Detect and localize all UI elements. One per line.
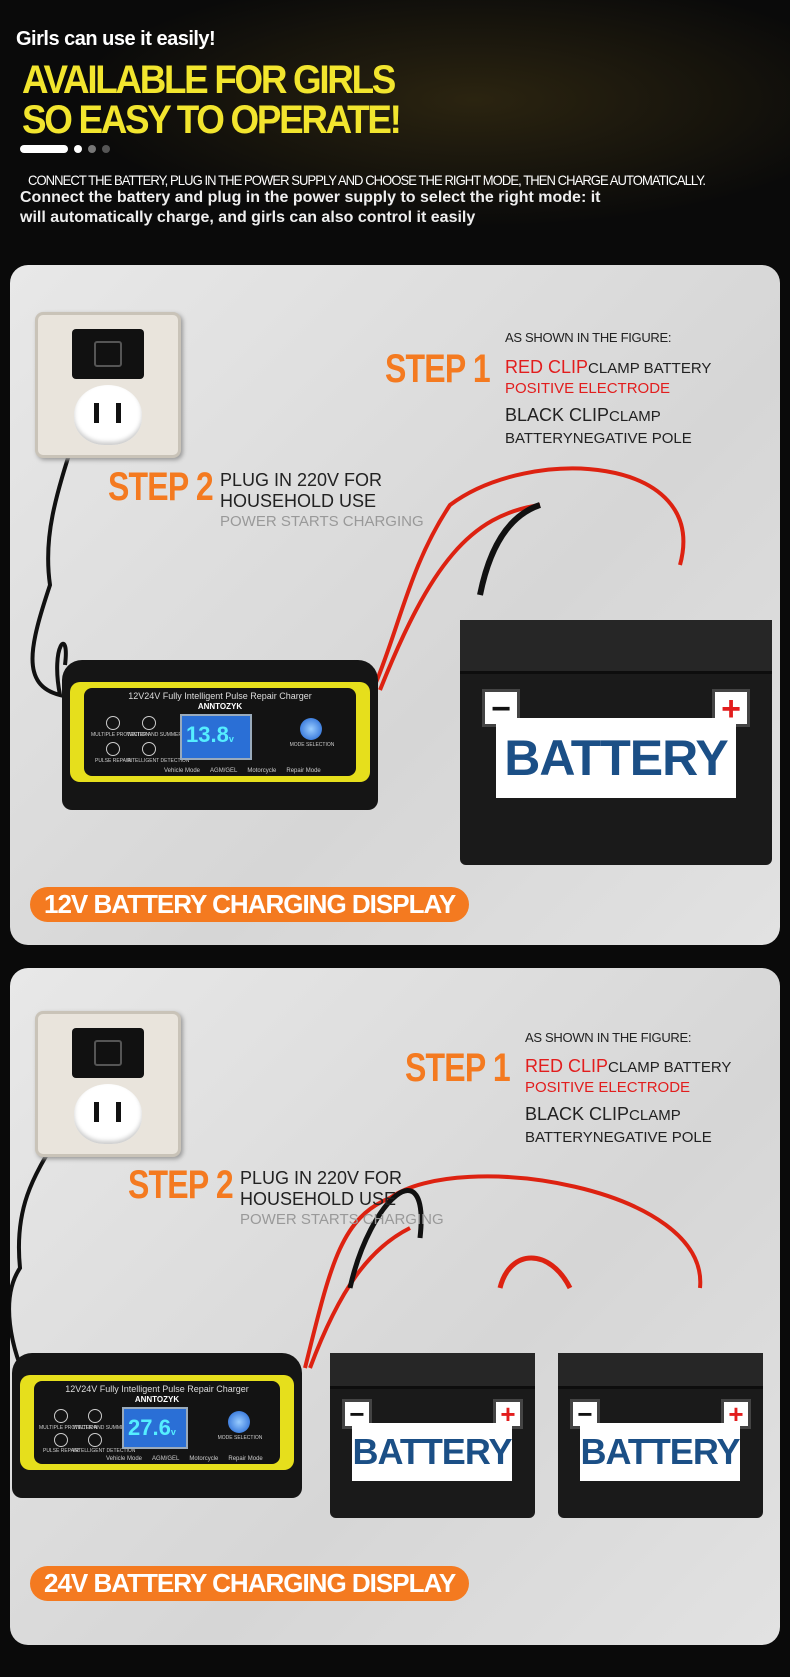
feature-pulse-repair: PULSE REPAIR <box>94 758 132 764</box>
mode-vehicle[interactable]: Vehicle Mode <box>164 768 201 774</box>
feature-multiple-protection: MULTIPLE PROTECTION <box>91 732 150 738</box>
charger-title: 12V24V Fully Intelligent Pulse Repair Ch… <box>65 1384 249 1394</box>
plug-text-3: POWER STARTS CHARGING <box>220 513 424 530</box>
battery: − + BATTERY <box>460 620 772 865</box>
charger-brand: ANNTOZYK <box>134 1395 180 1404</box>
battery-2: − + BATTERY <box>558 1353 763 1518</box>
negative-pole: NEGATIVE POLE <box>572 430 692 447</box>
shield-icon <box>54 1409 68 1423</box>
charger-12v: 12V24V Fully Intelligent Pulse Repair Ch… <box>62 660 378 810</box>
lcd-display: 27.6v <box>122 1407 188 1449</box>
detection-icon <box>88 1433 102 1447</box>
display-label: 12V BATTERY CHARGING DISPLAY <box>30 887 470 922</box>
battery-word: BATTERY <box>505 430 573 447</box>
caps-instruction: CONNECT THE BATTERY, PLUG IN THE POWER S… <box>28 172 706 188</box>
charger-24v: 12V24V Fully Intelligent Pulse Repair Ch… <box>12 1353 302 1498</box>
display-label: 24V BATTERY CHARGING DISPLAY <box>30 1566 470 1601</box>
red-clip: RED CLIP <box>525 1056 609 1076</box>
mode-agm[interactable]: AGM/GEL <box>210 768 238 774</box>
red-clip-rest: CLAMP BATTERY <box>588 360 712 377</box>
panel-24v: AS SHOWN IN THE FIGURE: STEP 1 RED CLIPC… <box>10 968 780 1645</box>
figure-note: AS SHOWN IN THE FIGURE: <box>525 1030 692 1045</box>
negative-pole: NEGATIVE POLE <box>592 1129 712 1146</box>
description: Connect the battery and plug in the powe… <box>20 189 601 226</box>
shield-icon <box>106 716 120 730</box>
wrench-icon <box>106 742 120 756</box>
lcd-unit: v <box>228 734 234 744</box>
mode-motorcycle[interactable]: Motorcycle <box>247 768 277 774</box>
mode-selection-label: MODE SELECTION <box>289 742 335 748</box>
wall-outlet <box>35 312 181 458</box>
black-clip: BLACK CLIP <box>525 1104 630 1124</box>
battery-label: BATTERY <box>352 1423 513 1481</box>
step-2-label: STEP 2 <box>128 1163 234 1207</box>
half-moon-icon <box>88 1409 102 1423</box>
charger-title: 12V24V Fully Intelligent Pulse Repair Ch… <box>128 691 312 701</box>
step-1-label: STEP 1 <box>385 347 491 391</box>
lcd-voltage: 27.6 <box>128 1415 171 1440</box>
mode-selection-label: MODE SELECTION <box>217 1435 263 1441</box>
mode-selection-button[interactable] <box>228 1411 250 1433</box>
mode-agm[interactable]: AGM/GEL <box>152 1456 180 1462</box>
lcd-voltage: 13.8 <box>186 722 229 747</box>
feature-intelligent-detection: INTELLIGENT DETECTION <box>127 758 190 764</box>
header-banner: Girls can use it easily! AVAILABLE FOR G… <box>0 0 790 250</box>
step-2-label: STEP 2 <box>108 465 214 509</box>
positive-electrode: POSITIVE ELECTRODE <box>525 1079 691 1096</box>
black-clip: BLACK CLIP <box>505 405 610 425</box>
mode-repair[interactable]: Repair Mode <box>228 1456 263 1462</box>
panel-12v: AS SHOWN IN THE FIGURE: STEP 1 RED CLIPC… <box>10 265 780 945</box>
plug-text-3: POWER STARTS CHARGING <box>240 1211 444 1228</box>
lcd-unit: v <box>170 1427 176 1437</box>
battery-1: − + BATTERY <box>330 1353 535 1518</box>
feature-winter-summer: WINTER AND SUMMER <box>73 1425 128 1431</box>
black-clip-rest: CLAMP <box>629 1107 681 1124</box>
red-clip: RED CLIP <box>505 357 589 377</box>
carousel-dots <box>20 145 110 153</box>
plug-text-1: PLUG IN 220V FOR <box>220 470 383 490</box>
black-clip-rest: CLAMP <box>609 408 661 425</box>
lcd-display: 13.8v <box>180 714 252 760</box>
detection-icon <box>142 742 156 756</box>
mode-selection-button[interactable] <box>300 718 322 740</box>
mode-repair[interactable]: Repair Mode <box>286 768 321 774</box>
mode-vehicle[interactable]: Vehicle Mode <box>106 1456 143 1462</box>
charger-brand: ANNTOZYK <box>197 702 243 711</box>
figure-note: AS SHOWN IN THE FIGURE: <box>505 330 672 345</box>
wall-outlet <box>35 1011 181 1157</box>
feature-winter-summer: WINTER AND SUMMER <box>127 732 182 738</box>
step-1-label: STEP 1 <box>405 1046 511 1090</box>
feature-intelligent-detection: INTELLIGENT DETECTION <box>73 1448 136 1454</box>
intro-text: Girls can use it easily! <box>16 28 216 50</box>
feature-multiple-protection: MULTIPLE PROTECTION <box>39 1425 98 1431</box>
red-clip-rest: CLAMP BATTERY <box>608 1059 732 1076</box>
wrench-icon <box>54 1433 68 1447</box>
battery-label: BATTERY <box>580 1423 741 1481</box>
headline-line-2: SO EASY TO OPERATE! <box>22 98 402 142</box>
plug-text-2: HOUSEHOLD USE <box>220 491 377 511</box>
positive-electrode: POSITIVE ELECTRODE <box>505 380 671 397</box>
feature-pulse-repair: PULSE REPAIR <box>42 1448 80 1454</box>
plug-text-2: HOUSEHOLD USE <box>240 1189 397 1209</box>
battery-label: BATTERY <box>496 718 736 798</box>
mode-motorcycle[interactable]: Motorcycle <box>189 1456 219 1462</box>
battery-word: BATTERY <box>525 1129 593 1146</box>
half-moon-icon <box>142 716 156 730</box>
headline-line-1: AVAILABLE FOR GIRLS <box>22 58 396 102</box>
plug-text-1: PLUG IN 220V FOR <box>240 1168 403 1188</box>
